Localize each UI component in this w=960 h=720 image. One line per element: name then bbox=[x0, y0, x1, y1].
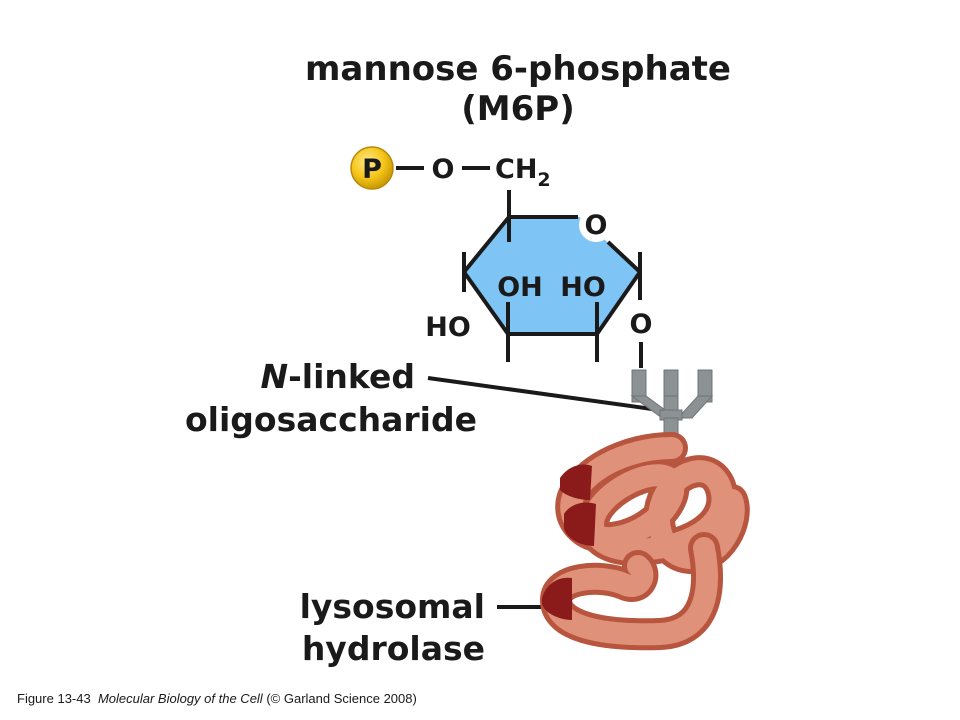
title-line2: (M6P) bbox=[461, 89, 575, 129]
lysosomal-hydrolase-protein bbox=[540, 432, 750, 651]
oligosaccharide-label: oligosaccharide bbox=[185, 400, 477, 439]
ho-label: HO bbox=[560, 272, 606, 303]
mannose-ring bbox=[462, 190, 642, 362]
caption-figure-number: Figure 13-43 bbox=[17, 691, 91, 706]
ring-fill bbox=[464, 217, 640, 334]
glycan-tree bbox=[630, 369, 714, 447]
glycosidic-oxygen: O bbox=[630, 309, 653, 340]
linker-oxygen: O bbox=[432, 154, 455, 185]
protein-end-middle bbox=[564, 502, 596, 546]
ho-left-label: HO bbox=[425, 312, 471, 343]
protein-end-top bbox=[560, 464, 592, 500]
lysosomal-label: lysosomal bbox=[300, 587, 485, 626]
hydrolase-label: hydrolase bbox=[302, 629, 485, 668]
figure-caption: Figure 13-43 Molecular Biology of the Ce… bbox=[17, 691, 417, 706]
title-line1: mannose 6-phosphate bbox=[305, 49, 731, 89]
ring-bond-left-upper bbox=[462, 215, 511, 274]
n-linked-label: N-linked bbox=[260, 357, 415, 396]
phosphate-circle bbox=[350, 146, 394, 190]
ch2-group: CH2 bbox=[495, 154, 551, 191]
caption-book-title: Molecular Biology of the Cell bbox=[97, 691, 263, 706]
phosphate-label: P bbox=[362, 154, 382, 185]
phosphate-group: P bbox=[350, 146, 394, 190]
caption-copyright: (© Garland Science 2008) bbox=[266, 691, 417, 706]
ring-oxygen: O bbox=[585, 210, 608, 241]
ring-oxygen-patch bbox=[579, 208, 613, 242]
oligosaccharide-pointer bbox=[427, 376, 653, 411]
protein-end-bottom bbox=[542, 577, 572, 620]
ring-bond-right-upper bbox=[606, 240, 642, 274]
ring-bond-right-lower bbox=[595, 270, 642, 336]
ring-bond-left-lower bbox=[462, 270, 510, 336]
oh-label: OH bbox=[497, 272, 543, 303]
